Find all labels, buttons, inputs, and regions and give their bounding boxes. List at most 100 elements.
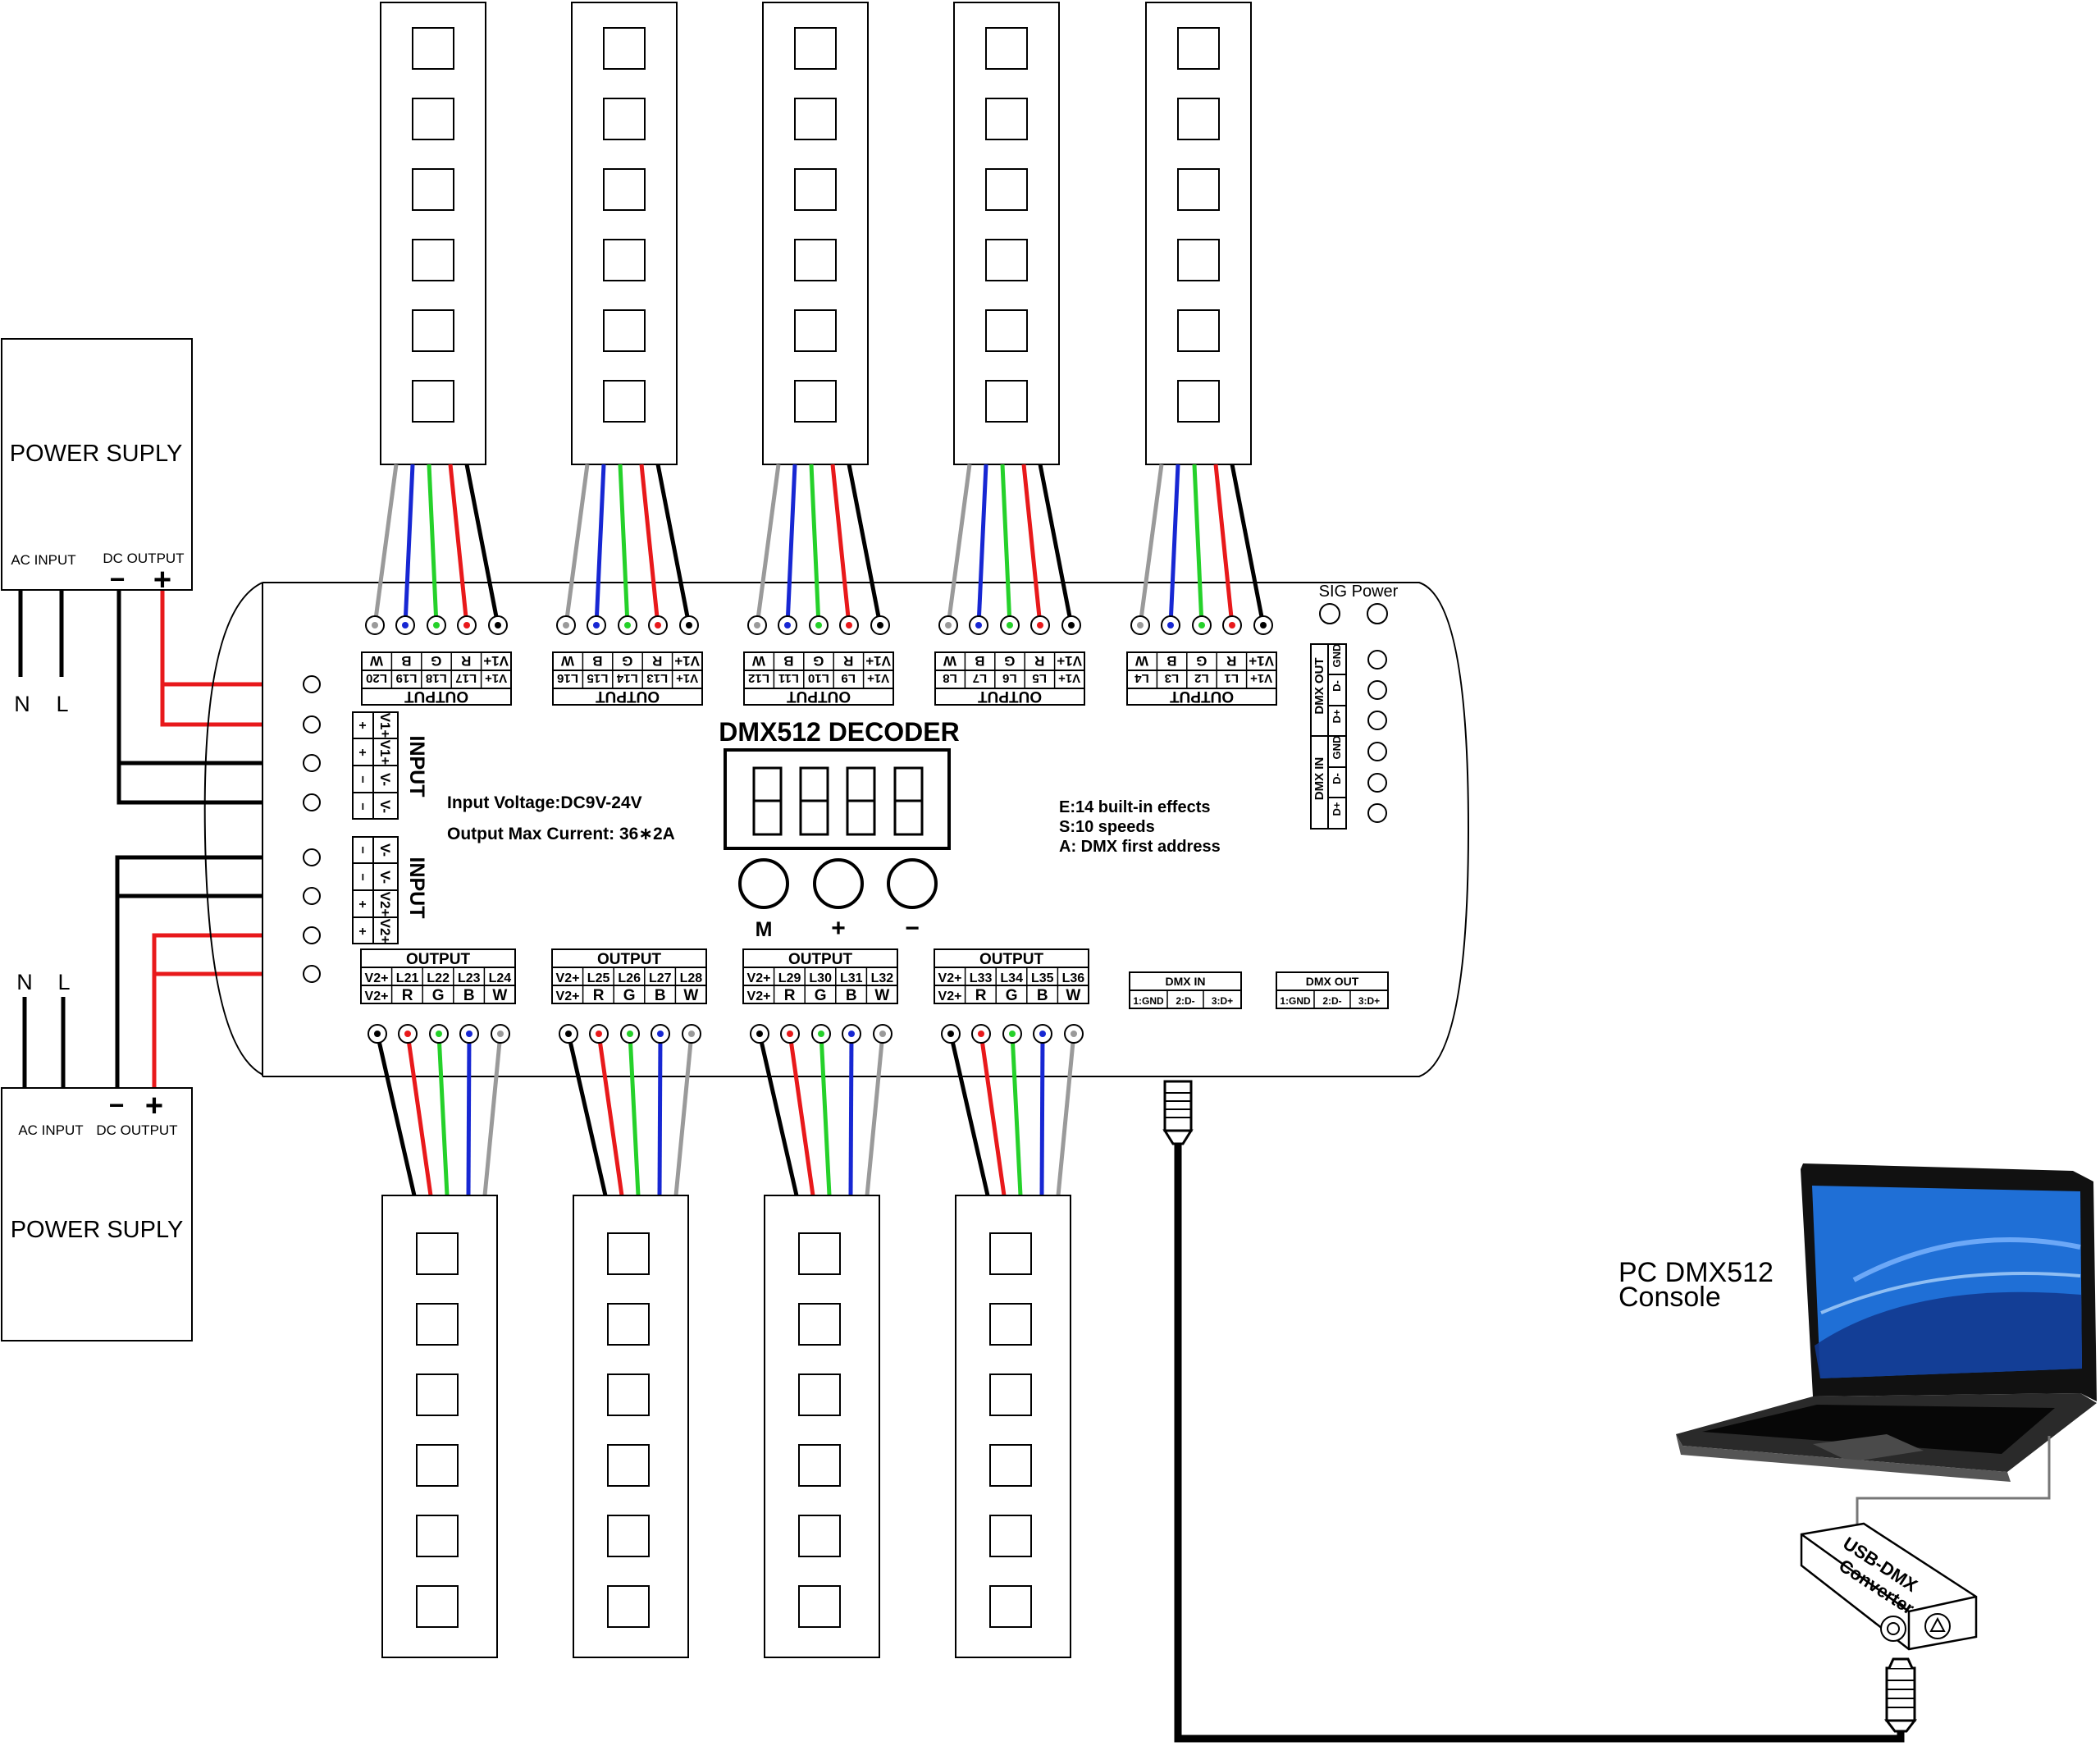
terminal-dot <box>433 622 440 628</box>
led-chip <box>985 309 1028 352</box>
terminal-dot <box>596 1031 602 1037</box>
led-chip <box>985 27 1028 70</box>
terminal-dot <box>945 622 952 628</box>
led-chip <box>794 239 837 281</box>
wire <box>466 1033 472 1196</box>
terminal-channel-label: L18 <box>426 671 447 685</box>
power-supply-1-dc-label: DC OUTPUT <box>103 551 184 566</box>
led-chip <box>989 1373 1032 1416</box>
led-chip <box>794 168 837 211</box>
dmx-in-dplus: D+ <box>1331 802 1343 816</box>
input-2-sign: − <box>355 873 369 880</box>
terminal-dot <box>374 1031 381 1037</box>
xlr-plug-decoder <box>1162 1080 1194 1145</box>
seven-segment-display <box>724 748 951 850</box>
terminal-dot <box>686 622 692 628</box>
terminal-channel-label: V1+ <box>1250 671 1272 685</box>
dmx-out-box-title: DMX OUT <box>1306 975 1359 988</box>
terminal-channel-label: L29 <box>778 971 801 985</box>
terminal-color-label: W <box>1134 653 1148 669</box>
dmx-out-box-pin: 2:D- <box>1322 995 1341 1007</box>
terminal-dot <box>784 622 791 628</box>
output-label: OUTPUT <box>406 951 471 968</box>
button-plus[interactable] <box>813 858 864 909</box>
led-chip <box>1177 27 1220 70</box>
led-chip <box>607 1515 650 1557</box>
terminal-color-label: G <box>1196 653 1207 669</box>
decoder-center-panel: DMX512 DECODER M + − Input Voltage:DC9V-… <box>447 717 1221 942</box>
output-label: OUTPUT <box>787 688 851 705</box>
terminal-dot <box>497 1031 504 1037</box>
led-chip <box>416 1585 459 1628</box>
terminal-channel-label: L31 <box>840 971 863 985</box>
button-m[interactable] <box>738 858 789 909</box>
terminal-channel-label: L5 <box>1032 671 1047 685</box>
led-chip <box>985 98 1028 140</box>
terminal-channel-label: L12 <box>748 671 769 685</box>
dmx-out-side-label: DMX OUT <box>1312 657 1326 714</box>
display-digit-4 <box>893 766 924 836</box>
led-chip <box>1177 98 1220 140</box>
terminal-dot <box>787 1031 793 1037</box>
terminal-color-label: B <box>463 987 475 1004</box>
decoder-input-terminals <box>303 675 321 983</box>
terminal-dot <box>978 1031 984 1037</box>
led-chip <box>607 1232 650 1275</box>
button-minus[interactable] <box>887 858 938 909</box>
terminal-dot <box>1198 622 1205 628</box>
output-terminal-block <box>551 948 707 1004</box>
power-supply-2-plus: + <box>145 1089 163 1123</box>
terminal-channel-label: L33 <box>970 971 993 985</box>
terminal-channel-label: L23 <box>458 971 481 985</box>
terminal-channel-label: L6 <box>1002 671 1017 685</box>
wire <box>566 1033 608 1196</box>
output-label: OUTPUT <box>404 688 469 705</box>
terminal-dot <box>877 622 883 628</box>
led-chip <box>794 309 837 352</box>
led-chip <box>412 168 454 211</box>
terminal-dot <box>818 1031 824 1037</box>
output-terminal-block <box>552 651 703 706</box>
terminal-dot <box>848 1031 855 1037</box>
wire <box>405 1033 433 1196</box>
output-terminal-block <box>934 948 1089 1004</box>
dmx-terminal <box>1367 680 1387 700</box>
led-chip <box>989 1444 1032 1487</box>
wire <box>596 1033 624 1196</box>
terminal-dot <box>593 622 600 628</box>
converter-port <box>1924 1613 1951 1639</box>
dmx-out-box-pin: 3:D+ <box>1358 995 1380 1007</box>
led-chip <box>989 1515 1032 1557</box>
terminal-color-label: W <box>943 653 956 669</box>
led-chip <box>603 168 646 211</box>
input-2-term: V2+ <box>377 919 393 944</box>
led-chip <box>607 1585 650 1628</box>
terminal-channel-label: L1 <box>1224 671 1239 685</box>
terminal-channel-label: L34 <box>1000 971 1023 985</box>
dmx-in-box-title: DMX IN <box>1166 975 1206 988</box>
terminal-color-label: G <box>622 653 632 669</box>
wire <box>1213 464 1235 626</box>
terminal-dot <box>879 1031 886 1037</box>
led-chip <box>603 239 646 281</box>
terminal-dot <box>1071 1031 1077 1037</box>
output-label: OUTPUT <box>979 951 1044 968</box>
input-1-sign: − <box>355 802 369 810</box>
wire <box>1021 464 1043 626</box>
output-terminal-block <box>360 948 516 1004</box>
wire <box>1038 464 1074 626</box>
power-supply-1-n-label: N <box>14 692 30 716</box>
wire <box>375 1033 417 1196</box>
wire <box>755 464 781 626</box>
terminal-color-label: G <box>623 987 636 1004</box>
terminal-color-label: V2+ <box>747 990 771 1003</box>
terminal-channel-label: L22 <box>427 971 450 985</box>
terminal-channel-label: L13 <box>646 671 668 685</box>
button-m-label: M <box>756 918 773 941</box>
dmx-in-box-pin: 2:D- <box>1176 995 1194 1007</box>
terminal-dot <box>1260 622 1267 628</box>
button-plus-label: + <box>831 915 846 942</box>
led-chip <box>989 1232 1032 1275</box>
input-1-term: V- <box>377 773 393 786</box>
